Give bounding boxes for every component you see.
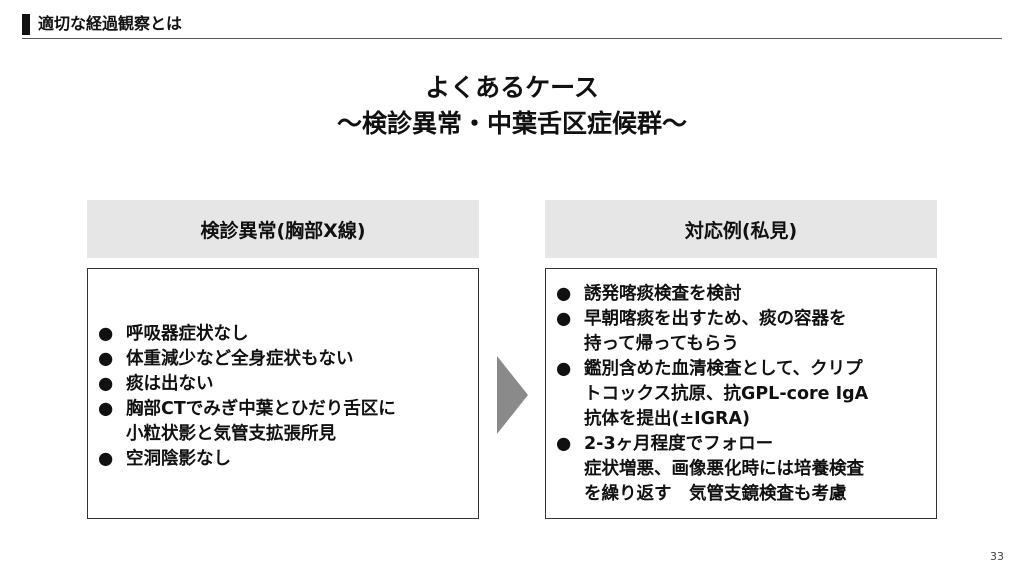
- response-box: ● 誘発喀痰検査を検討 ● 早朝喀痰を出すため、痰の容器を持って帰ってもらう ● 鑑別含め…: [545, 268, 937, 519]
- list-item-line: 胸部CTでみぎ中葉とひだり舌区に: [126, 398, 396, 419]
- bullet-icon: ●: [556, 284, 572, 304]
- list-item-line: トコックス抗原、抗GPL-core IgA: [584, 384, 869, 404]
- list-item-line: を繰り返す 気管支鏡検査も考慮: [584, 484, 847, 504]
- list-item-line: 小粒状影と気管支拡張所見: [126, 423, 336, 444]
- list-item-line: 症状増悪、画像悪化時には培養検査: [584, 459, 864, 479]
- response-list: ● 誘発喀痰検査を検討 ● 早朝喀痰を出すため、痰の容器を持って帰ってもらう ● 鑑別含め…: [546, 282, 936, 507]
- bullet-icon: ●: [556, 359, 572, 379]
- header-divider: [22, 38, 1002, 39]
- findings-box: ● 呼吸器症状なし ● 体重減少など全身症状もない ● 痰は出ない ● 胸部CTでみぎ中葉とひ…: [87, 268, 479, 519]
- list-item: ● 鑑別含めた血清検査として、クリプトコックス抗原、抗GPL-core IgA 抗体…: [556, 357, 936, 432]
- right-heading: 対応例(私見): [545, 200, 937, 258]
- left-heading: 検診異常(胸部X線): [87, 200, 479, 258]
- bullet-icon: ●: [98, 348, 114, 369]
- list-item: ● 空洞陰影なし: [98, 447, 478, 472]
- slide-subtitle: ～検診異常・中葉舌区症候群～: [336, 109, 687, 138]
- list-item: ● 早朝喀痰を出すため、痰の容器を持って帰ってもらう: [556, 307, 936, 357]
- bullet-icon: ●: [556, 309, 572, 329]
- list-item: ● 2-3ヶ月程度でフォロー症状増悪、画像悪化時には培養検査を繰り返す 気管支鏡検…: [556, 432, 936, 507]
- findings-list: ● 呼吸器症状なし ● 体重減少など全身症状もない ● 痰は出ない ● 胸部CTでみぎ中葉とひ…: [88, 322, 478, 472]
- list-item: ● 体重減少など全身症状もない: [98, 347, 478, 372]
- list-item-line: 抗体を提出(±IGRA): [584, 409, 751, 429]
- list-item-line: 体重減少など全身症状もない: [126, 348, 354, 369]
- list-item-line: 2-3ヶ月程度でフォロー: [584, 434, 774, 454]
- bullet-icon: ●: [556, 434, 572, 454]
- list-item-line: 痰は出ない: [126, 373, 214, 394]
- list-item: ● 痰は出ない: [98, 372, 478, 397]
- list-item-line: 鑑別含めた血清検査として、クリプ: [584, 359, 863, 379]
- bullet-icon: ●: [98, 323, 114, 344]
- list-item-line: 早朝喀痰を出すため、痰の容器を: [584, 309, 847, 329]
- list-item: ● 胸部CTでみぎ中葉とひだり舌区に小粒状影と気管支拡張所見: [98, 397, 478, 447]
- page-number: 33: [990, 550, 1004, 563]
- bullet-icon: ●: [98, 448, 114, 469]
- list-item-line: 持って帰ってもらう: [584, 334, 739, 354]
- bullet-icon: ●: [98, 373, 114, 394]
- header-title: 適切な経過観察とは: [38, 14, 183, 33]
- list-item-line: 呼吸器症状なし: [126, 323, 249, 344]
- list-item-line: 誘発喀痰検査を検討: [584, 284, 742, 304]
- arrow-right-icon: [497, 356, 528, 434]
- bullet-icon: ●: [98, 398, 114, 419]
- list-item: ● 呼吸器症状なし: [98, 322, 478, 347]
- header-bar-marker: [22, 14, 30, 35]
- slide-title: よくあるケース: [425, 73, 599, 102]
- list-item-line: 空洞陰影なし: [126, 448, 231, 469]
- list-item: ● 誘発喀痰検査を検討: [556, 282, 936, 307]
